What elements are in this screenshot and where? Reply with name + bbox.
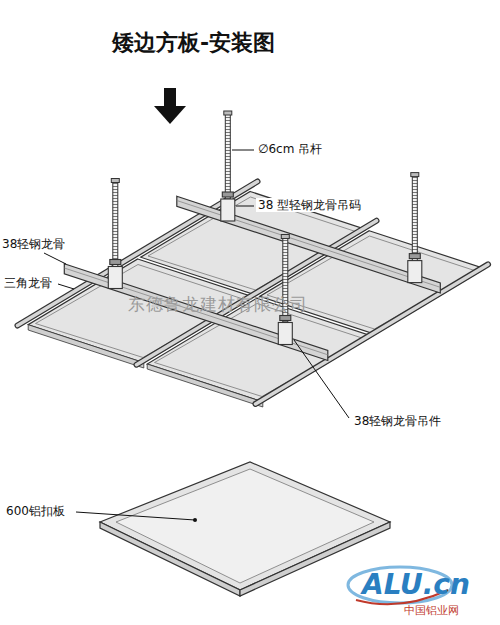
- down-arrow: [154, 88, 186, 124]
- aluminium-panel: [100, 462, 390, 596]
- threaded-rods: [111, 111, 419, 335]
- rod-label: ∅6cm 吊杆: [256, 142, 324, 156]
- watermark: 东德鲁龙建材有限公司: [128, 294, 308, 314]
- hanger-code-label: 38 型轻钢龙骨吊码: [256, 198, 363, 212]
- panel-folded-edges: [28, 197, 476, 407]
- main-rails: [64, 196, 440, 360]
- rail-label: 38轻钢龙骨: [0, 237, 67, 251]
- diagram-title: 矮边方板-安装图: [112, 30, 275, 56]
- panel-label: 600铝扣板: [4, 504, 67, 518]
- rail-hangers: [108, 192, 422, 345]
- hanger-label: 38轻钢龙骨吊件: [352, 414, 443, 428]
- logo-text: ALU.cn: [362, 568, 470, 602]
- leader-dot: [193, 518, 197, 522]
- logo-subtext: 中国铝业网: [404, 604, 459, 617]
- keel-label: 三角龙骨: [2, 276, 54, 290]
